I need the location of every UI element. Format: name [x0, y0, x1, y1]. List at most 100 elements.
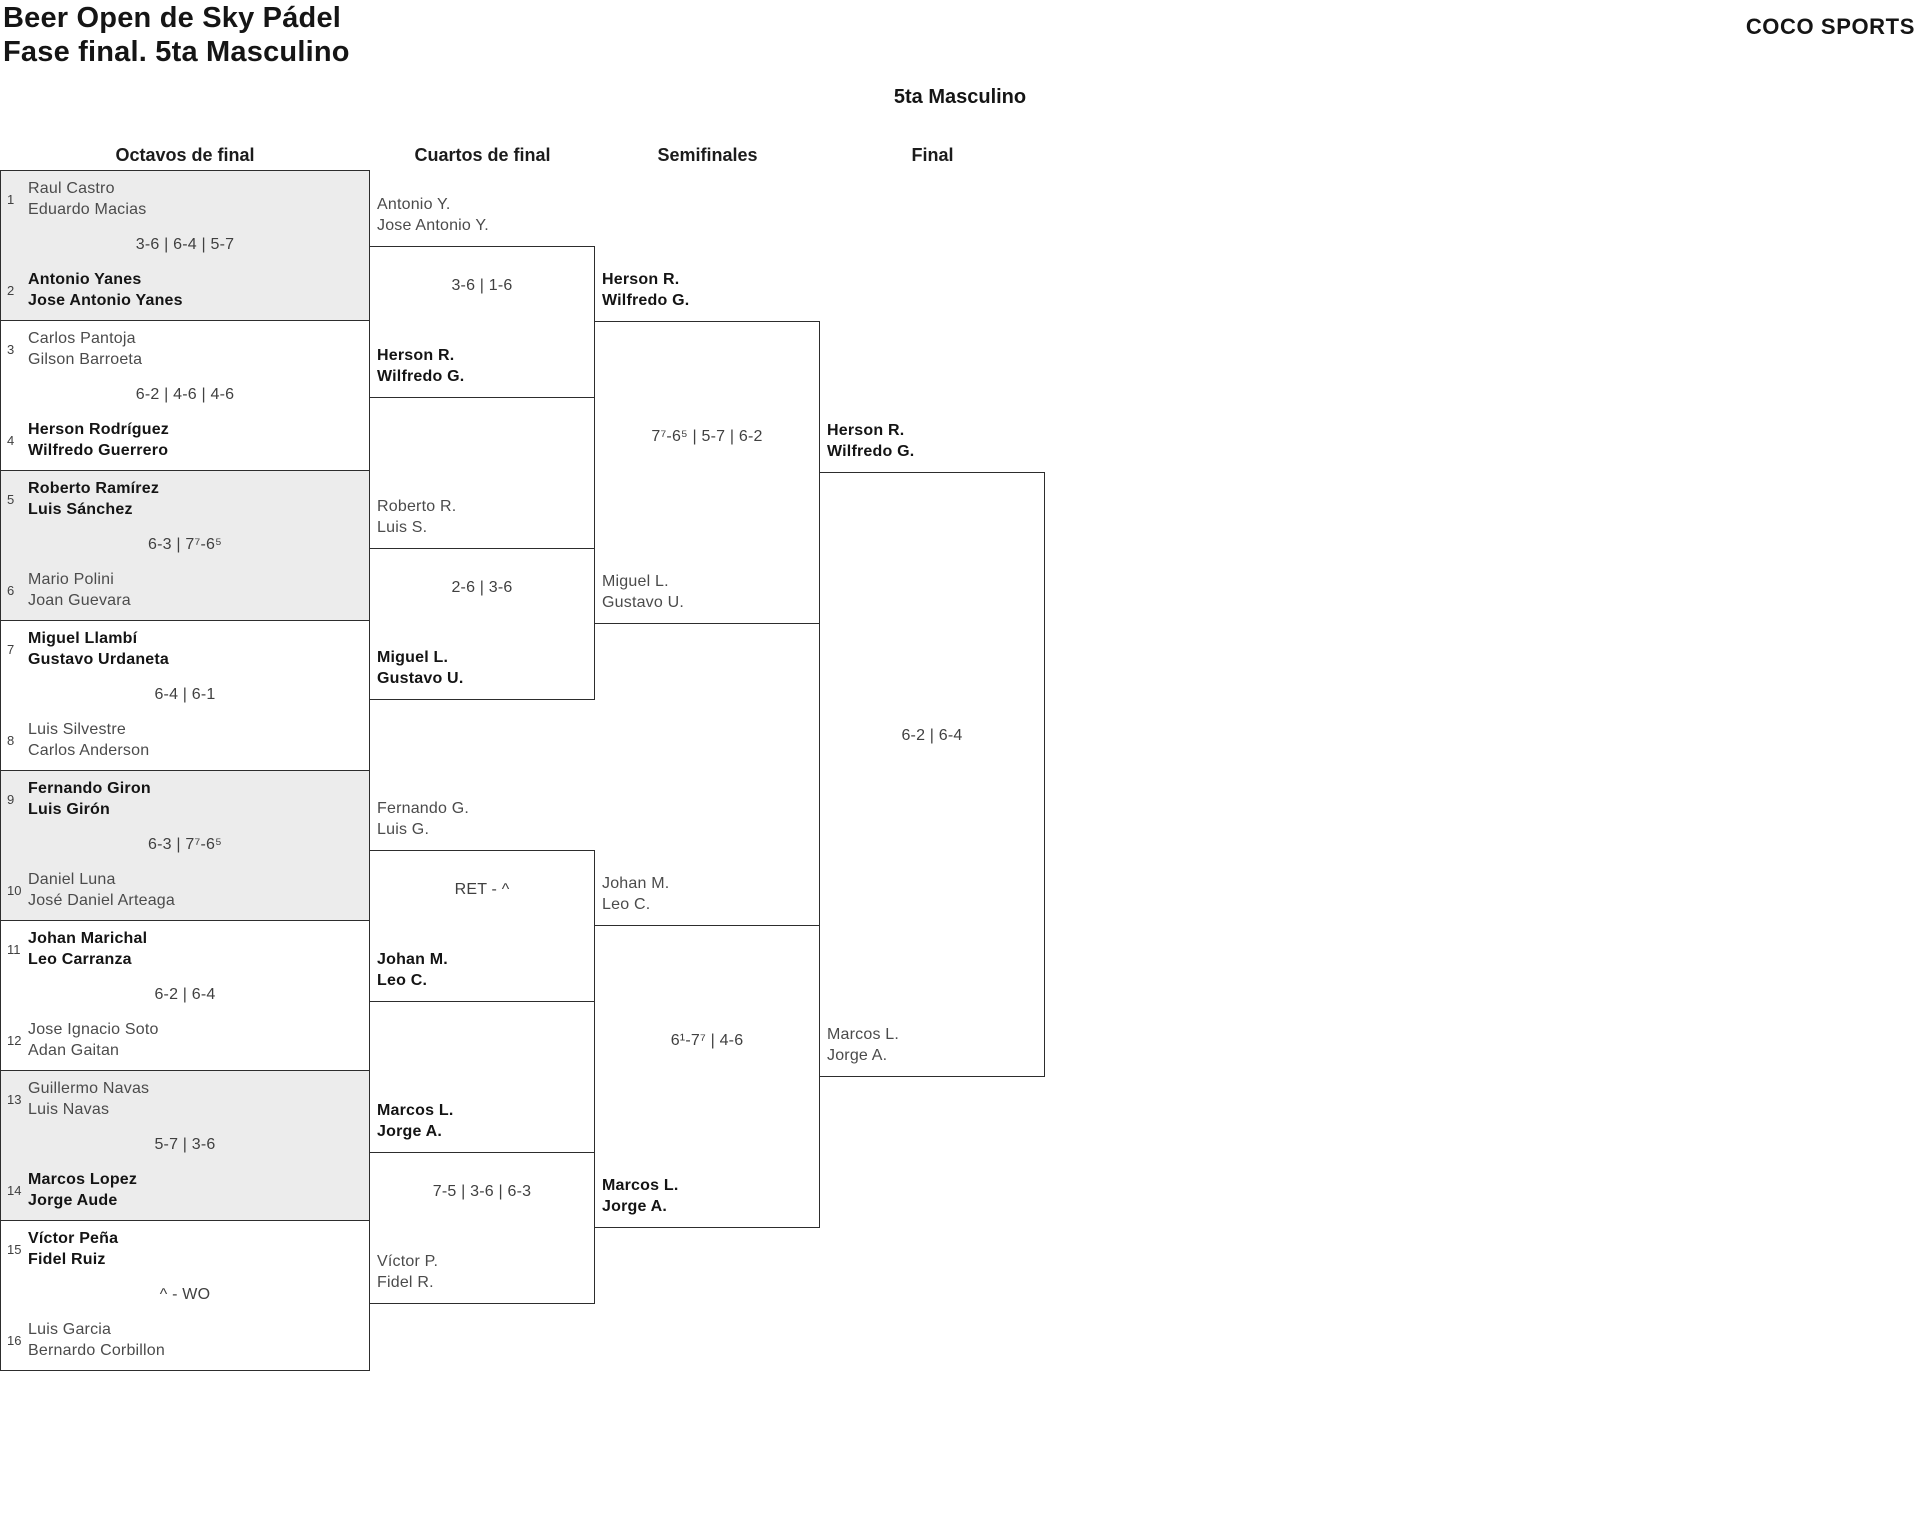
team-slot-bottom: 14 Marcos Lopez Jorge Aude — [1, 1169, 369, 1211]
player-name: Jorge A. — [602, 1198, 668, 1215]
cuartos-match-2-score: 2-6 | 3-6 — [451, 579, 513, 596]
semifinal-1-top-team: Herson R. Wilfredo G. — [602, 269, 689, 311]
player-name: Antonio Y. — [377, 196, 451, 213]
match-score: 6-2 | 4-6 | 4-6 — [135, 385, 235, 403]
octavos-match-3: 5 Roberto Ramírez Luis Sánchez 6-3 | 7⁷-… — [0, 470, 370, 621]
player-name: Roberto R. — [377, 498, 457, 515]
octavos-match-4: 7 Miguel Llambí Gustavo Urdaneta 6-4 | 6… — [0, 620, 370, 771]
final-score: 6-2 | 6-4 — [901, 727, 963, 744]
team-names: Daniel Luna José Daniel Arteaga — [28, 869, 175, 911]
player-name: Jose Ignacio Soto — [28, 1021, 159, 1038]
player-name: Miguel L. — [377, 649, 449, 666]
octavos-match-2: 3 Carlos Pantoja Gilson Barroeta 6-2 | 4… — [0, 320, 370, 471]
team-names: Marcos Lopez Jorge Aude — [28, 1169, 137, 1211]
cuartos-match-4-box — [369, 1152, 595, 1304]
seed-number: 13 — [7, 1091, 22, 1107]
player-name: Leo C. — [602, 896, 651, 913]
match-score: 3-6 | 6-4 | 5-7 — [135, 235, 235, 253]
team-names: Raul Castro Eduardo Macias — [28, 178, 146, 220]
player-name: Miguel Llambí — [28, 630, 138, 647]
octavos-match-7: 13 Guillermo Navas Luis Navas 5-7 | 3-6 … — [0, 1070, 370, 1221]
seed-number: 11 — [7, 941, 21, 957]
team-names: Fernando Giron Luis Girón — [28, 778, 151, 820]
player-name: Jorge A. — [827, 1047, 888, 1064]
category-title: 5ta Masculino — [893, 86, 1027, 108]
player-name: Fernando Giron — [28, 780, 151, 797]
player-name: Luis Garcia — [28, 1321, 112, 1338]
seed-number: 6 — [7, 582, 15, 598]
cuartos-match-2-bottom-team: Miguel L. Gustavo U. — [377, 647, 463, 689]
team-slot-bottom: 4 Herson Rodríguez Wilfredo Guerrero — [1, 419, 369, 461]
phase-name: Fase final. 5ta Masculino — [3, 36, 350, 68]
player-name: Wilfredo G. — [827, 443, 915, 460]
team-slot-bottom: 6 Mario Polini Joan Guevara — [1, 569, 369, 611]
player-name: Adan Gaitan — [28, 1042, 120, 1059]
octavos-match-6: 11 Johan Marichal Leo Carranza 6-2 | 6-4… — [0, 920, 370, 1071]
player-name: Guillermo Navas — [28, 1080, 150, 1097]
seed-number: 3 — [7, 341, 15, 357]
player-name: Eduardo Macias — [28, 201, 147, 218]
player-name: Johan Marichal — [28, 930, 148, 947]
round-header-cuartos: Cuartos de final — [414, 145, 551, 165]
player-name: Miguel L. — [602, 573, 669, 590]
team-slot-bottom: 2 Antonio Yanes Jose Antonio Yanes — [1, 269, 369, 311]
player-name: Marcos Lopez — [28, 1171, 138, 1188]
match-score: 6-3 | 7⁷-6⁵ — [148, 835, 222, 853]
player-name: Jose Antonio Y. — [377, 217, 489, 234]
player-name: Víctor Peña — [28, 1230, 119, 1247]
semifinal-2-score: 6¹-7⁷ | 4-6 — [670, 1032, 744, 1049]
team-slot-top: 7 Miguel Llambí Gustavo Urdaneta — [1, 628, 369, 670]
player-name: Marcos L. — [602, 1177, 679, 1194]
team-names: Víctor Peña Fidel Ruiz — [28, 1228, 118, 1270]
player-name: Herson Rodríguez — [28, 421, 169, 438]
final-match-box — [819, 472, 1045, 1077]
match-score: 6-2 | 6-4 — [154, 985, 216, 1003]
seed-number: 7 — [7, 641, 15, 657]
player-name: Marcos L. — [377, 1102, 454, 1119]
player-name: Mario Polini — [28, 571, 114, 588]
team-slot-top: 15 Víctor Peña Fidel Ruiz — [1, 1228, 369, 1270]
player-name: Antonio Yanes — [28, 271, 142, 288]
player-name: Johan M. — [602, 875, 670, 892]
player-name: Jorge Aude — [28, 1192, 118, 1209]
player-name: Herson R. — [602, 271, 680, 288]
player-name: Herson R. — [377, 347, 455, 364]
cuartos-match-3-top-team: Fernando G. Luis G. — [377, 798, 469, 840]
player-name: Leo Carranza — [28, 951, 132, 968]
seed-number: 8 — [7, 732, 15, 748]
player-name: Wilfredo G. — [377, 368, 465, 385]
player-name: Gustavo U. — [377, 670, 464, 687]
octavos-match-8: 15 Víctor Peña Fidel Ruiz ^ - WO 16 Luis… — [0, 1220, 370, 1371]
team-names: Mario Polini Joan Guevara — [28, 569, 131, 611]
player-name: Jorge A. — [377, 1123, 443, 1140]
seed-number: 5 — [7, 491, 15, 507]
match-score: 6-3 | 7⁷-6⁵ — [148, 535, 222, 553]
seed-number: 1 — [7, 191, 15, 207]
player-name: Luis Silvestre — [28, 721, 126, 738]
seed-number: 2 — [7, 282, 15, 298]
player-name: Jose Antonio Yanes — [28, 292, 183, 309]
team-slot-top: 1 Raul Castro Eduardo Macias — [1, 178, 369, 220]
seed-number: 4 — [7, 432, 15, 448]
team-names: Carlos Pantoja Gilson Barroeta — [28, 328, 142, 370]
match-score: 6-4 | 6-1 — [154, 685, 216, 703]
cuartos-match-2-top-team: Roberto R. Luis S. — [377, 496, 456, 538]
team-slot-bottom: 12 Jose Ignacio Soto Adan Gaitan — [1, 1019, 369, 1061]
semifinal-1-bottom-team: Miguel L. Gustavo U. — [602, 571, 684, 613]
match-score: 5-7 | 3-6 — [154, 1135, 216, 1153]
player-name: Fidel Ruiz — [28, 1251, 106, 1268]
brand-logo: COCO SPORTS — [1745, 14, 1915, 39]
player-name: Leo C. — [377, 972, 428, 989]
team-names: Herson Rodríguez Wilfredo Guerrero — [28, 419, 169, 461]
final-bottom-team: Marcos L. Jorge A. — [827, 1024, 899, 1066]
player-name: Wilfredo G. — [602, 292, 690, 309]
player-name: Luis Sánchez — [28, 501, 133, 518]
player-name: Carlos Pantoja — [28, 330, 136, 347]
cuartos-match-4-score: 7-5 | 3-6 | 6-3 — [432, 1183, 532, 1200]
cuartos-match-4-bottom-team: Víctor P. Fidel R. — [377, 1251, 438, 1293]
player-name: Carlos Anderson — [28, 742, 150, 759]
team-slot-top: 5 Roberto Ramírez Luis Sánchez — [1, 478, 369, 520]
cuartos-match-1-top-team: Antonio Y. Jose Antonio Y. — [377, 194, 489, 236]
team-names: Miguel Llambí Gustavo Urdaneta — [28, 628, 169, 670]
